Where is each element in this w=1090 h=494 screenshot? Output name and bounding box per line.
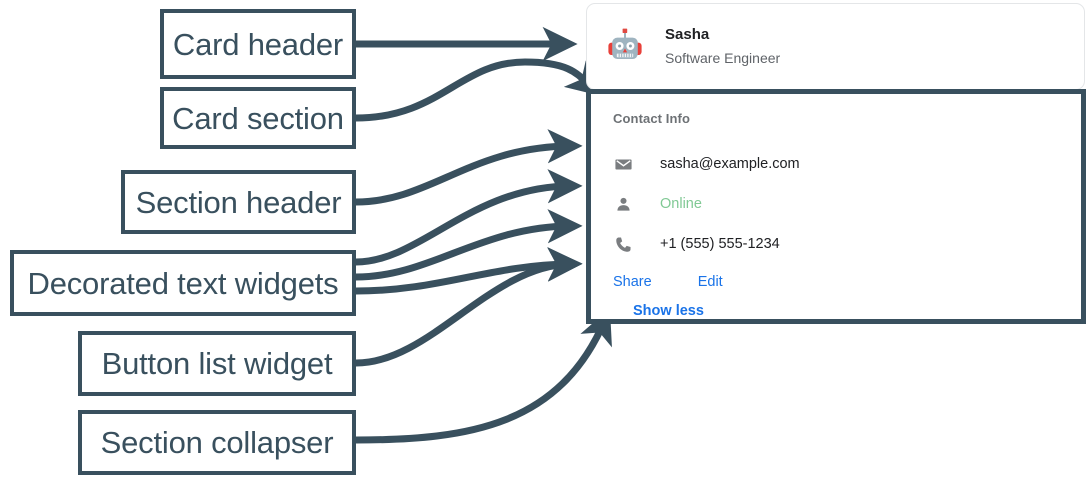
card-header-text: Sasha Software Engineer: [665, 25, 780, 69]
arrow-button-list: [355, 247, 583, 367]
annotation-label: Decorated text widgets: [27, 265, 339, 301]
annotation-section-header: Section header: [121, 170, 356, 234]
arrow-decorated-2: [355, 209, 583, 281]
card-header-subtitle: Software Engineer: [665, 49, 781, 66]
arrow-card-section: [355, 58, 602, 122]
annotation-label: Card section: [172, 100, 344, 136]
email-icon: [613, 155, 633, 174]
card-header-title: Sasha: [665, 25, 710, 43]
robot-avatar-icon: [603, 25, 647, 69]
share-button[interactable]: Share: [613, 274, 652, 290]
annotation-decorated-text-widgets: Decorated text widgets: [10, 250, 356, 316]
email-value: sasha@example.com: [660, 156, 800, 172]
section-collapser-button[interactable]: Show less: [633, 303, 704, 319]
phone-icon: [613, 235, 633, 254]
button-list-widget: Share Edit: [609, 272, 1081, 292]
person-icon: [613, 195, 633, 214]
arrow-decorated-3: [355, 247, 583, 295]
arrow-decorated-1: [355, 169, 583, 266]
card-header: Sasha Software Engineer: [587, 4, 1084, 89]
annotation-label: Card header: [172, 26, 344, 62]
decorated-text-row-email: sasha@example.com: [613, 144, 1081, 184]
edit-button[interactable]: Edit: [697, 274, 723, 290]
annotation-card-section: Card section: [160, 87, 356, 149]
profile-card: Sasha Software Engineer Contact Info sas…: [586, 3, 1086, 324]
decorated-text-row-status: Online: [613, 184, 1081, 224]
annotation-label: Section collapser: [100, 425, 334, 460]
card-section: Contact Info sasha@example.com: [586, 89, 1086, 324]
status-value: Online: [660, 196, 702, 212]
card-section-inner: Contact Info sasha@example.com: [591, 94, 1081, 320]
annotation-card-header: Card header: [160, 9, 356, 79]
phone-value: +1 (555) 555-1234: [660, 236, 780, 252]
arrow-section-header: [355, 129, 583, 206]
annotation-label: Section header: [135, 184, 342, 220]
arrow-section-collapser: [355, 308, 612, 444]
annotation-section-collapser: Section collapser: [78, 410, 356, 475]
annotation-label: Button list widget: [101, 346, 333, 381]
decorated-text-row-phone: +1 (555) 555-1234: [613, 224, 1081, 264]
annotation-button-list-widget: Button list widget: [78, 331, 356, 396]
section-header: Contact Info: [613, 111, 691, 126]
